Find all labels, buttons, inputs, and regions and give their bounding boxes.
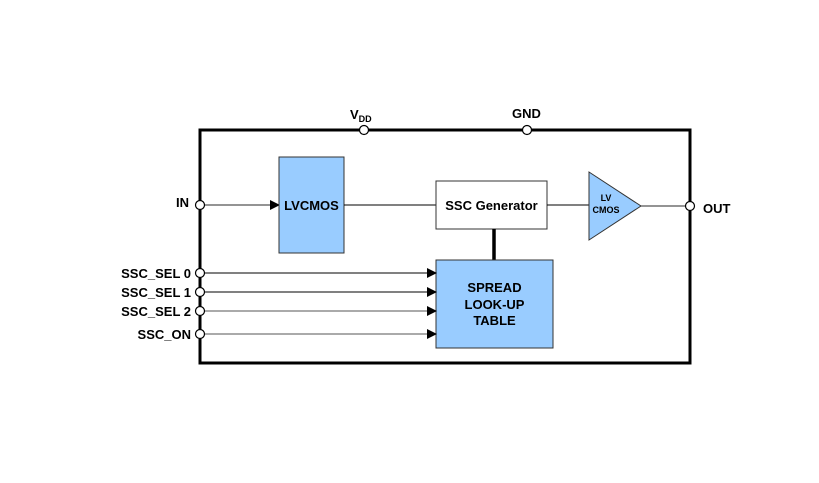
in-label: IN bbox=[176, 195, 189, 210]
out-label: OUT bbox=[703, 201, 731, 216]
vdd-label: VDD bbox=[350, 107, 372, 124]
ssc-on-input: SSC_ON bbox=[138, 327, 437, 342]
ssc-on-label: SSC_ON bbox=[138, 327, 191, 342]
ssc-sel-2-label: SSC_SEL 2 bbox=[121, 304, 191, 319]
ssc-sel-1-label: SSC_SEL 1 bbox=[121, 285, 191, 300]
gnd-label: GND bbox=[512, 106, 541, 121]
ssc-sel-1-pin-circle bbox=[194, 286, 206, 298]
out-pin-circle bbox=[684, 200, 696, 212]
ssc-generator-block bbox=[435, 180, 548, 230]
chip-boundary bbox=[198, 128, 692, 365]
ssc-generator-label: SSC Generator bbox=[445, 198, 537, 213]
gnd-pin-circle bbox=[521, 124, 533, 136]
table-label-line2: LOOK-UP bbox=[465, 297, 525, 312]
ssc-sel-2-input: SSC_SEL 2 bbox=[121, 304, 437, 319]
vdd-pin-circle bbox=[358, 124, 370, 136]
buffer-label-line1: LV bbox=[601, 193, 612, 203]
ssc-sel-0-input: SSC_SEL 0 bbox=[121, 266, 437, 281]
ssc-sel-0-pin-circle bbox=[194, 267, 206, 279]
lvcmos-input-label: LVCMOS bbox=[284, 198, 339, 213]
spread-lookup-table-block bbox=[435, 259, 554, 349]
gnd-pin: GND bbox=[512, 106, 541, 136]
ssc-sel-0-label: SSC_SEL 0 bbox=[121, 266, 191, 281]
ssc-sel-1-input: SSC_SEL 1 bbox=[121, 285, 437, 300]
lvcmos-output-buffer bbox=[588, 171, 642, 241]
table-label-line3: TABLE bbox=[473, 313, 516, 328]
in-pin-circle bbox=[194, 199, 206, 211]
table-label-line1: SPREAD bbox=[467, 280, 521, 295]
ssc-sel-2-pin-circle bbox=[194, 305, 206, 317]
lvcmos-input-block bbox=[278, 156, 345, 254]
ssc-on-pin-circle bbox=[194, 328, 206, 340]
vdd-pin: VDD bbox=[350, 107, 372, 136]
buffer-label-line2: CMOS bbox=[593, 205, 620, 215]
